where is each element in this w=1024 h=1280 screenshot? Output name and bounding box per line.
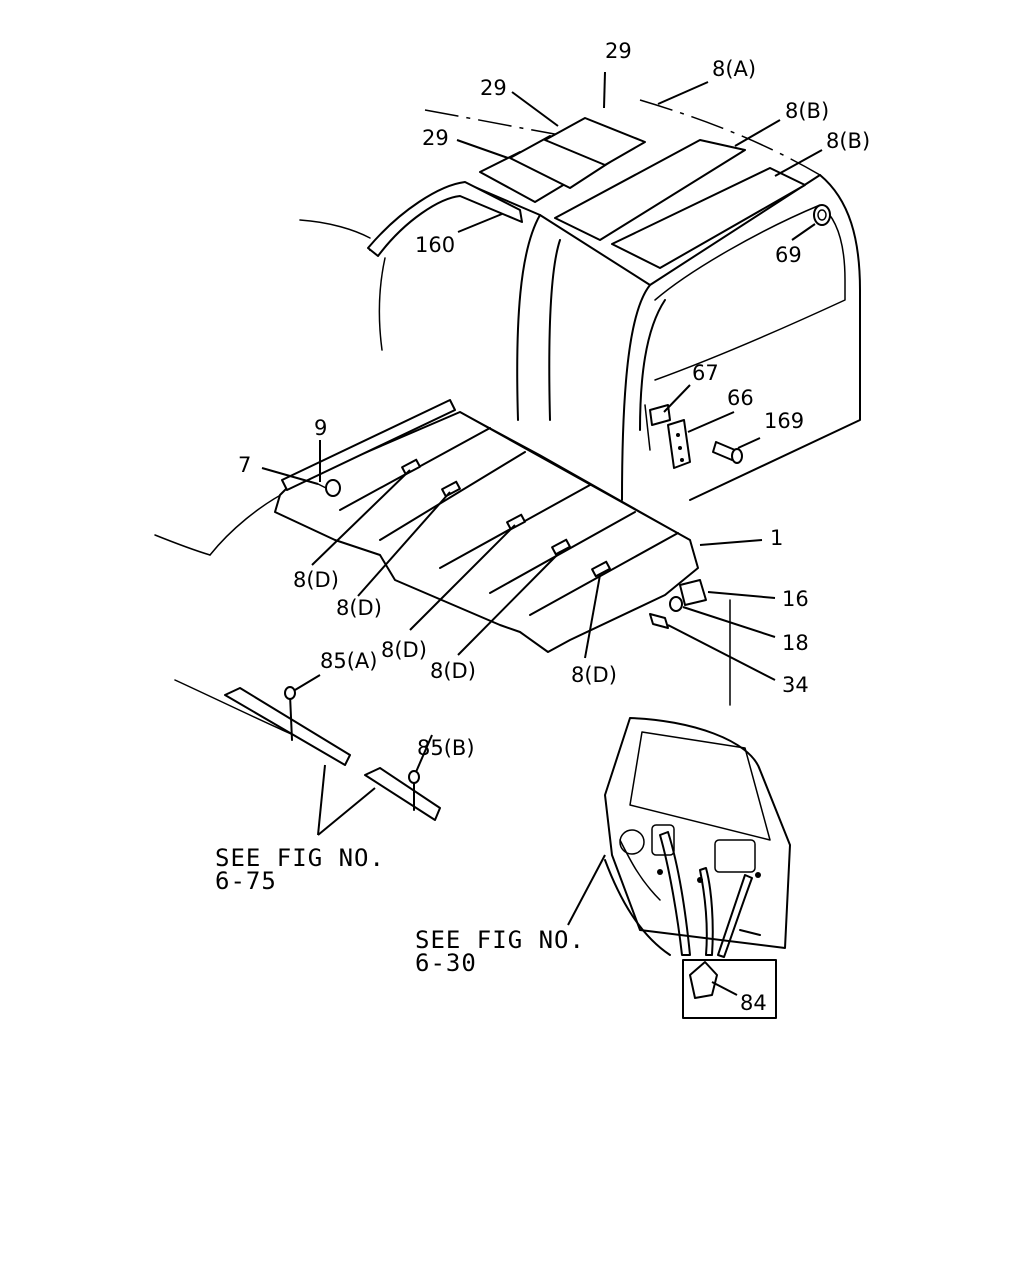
- callout-labels: 29 29 29 8(A) 8(B) 8(B) 160 69 67 66 169…: [238, 39, 870, 1015]
- callout-8d-2: 8(D): [336, 596, 382, 620]
- callout-66: 66: [727, 386, 754, 410]
- headliner-1: [154, 411, 731, 706]
- callout-8b-upper: 8(B): [785, 99, 829, 123]
- door-panel: [604, 717, 791, 958]
- callout-160: 160: [415, 233, 455, 257]
- callout-8d-3: 8(D): [381, 638, 427, 662]
- callout-29-middle: 29: [480, 76, 507, 100]
- callout-29-front: 29: [422, 126, 449, 150]
- callout-8a: 8(A): [712, 57, 756, 81]
- cover-34: [649, 613, 669, 629]
- roof-panel-8b-left: [554, 139, 746, 241]
- screw-169: [712, 441, 743, 464]
- trim-strip-7: [281, 399, 456, 491]
- callout-8b-lower: 8(B): [826, 129, 870, 153]
- handle-16: [679, 579, 707, 606]
- callout-85b: 85(B): [417, 736, 475, 760]
- figure-reference-6-75: SEE FIG NO. 6-75: [215, 844, 385, 895]
- callout-16: 16: [782, 587, 809, 611]
- fig-ref-6-30-line1: SEE FIG NO.: [415, 926, 585, 954]
- callout-1: 1: [770, 526, 783, 550]
- callout-34: 34: [782, 673, 809, 697]
- clip-18: [669, 596, 683, 612]
- side-trim-85a: [174, 679, 351, 766]
- roof-rail-160: [367, 181, 523, 257]
- figure-reference-6-30: SEE FIG NO. 6-30: [415, 926, 585, 977]
- callout-29-rear: 29: [605, 39, 632, 63]
- screw-9: [317, 479, 341, 497]
- fig-ref-6-75-line1: SEE FIG NO.: [215, 844, 385, 872]
- leader-lines: [261, 71, 823, 996]
- fig-ref-6-75-line2: 6-75: [215, 867, 277, 895]
- callout-85a: 85(A): [320, 649, 377, 673]
- callout-69: 69: [775, 243, 802, 267]
- side-trim-85b: [364, 767, 441, 821]
- bolt-67: [644, 404, 671, 451]
- clip-69: [813, 204, 831, 226]
- callout-9: 9: [314, 416, 327, 440]
- callout-169: 169: [764, 409, 804, 433]
- callout-18: 18: [782, 631, 809, 655]
- callout-8d-4: 8(D): [430, 659, 476, 683]
- roof-panel-8b-right: [611, 167, 806, 269]
- callout-67: 67: [692, 361, 719, 385]
- detail-box-84: [682, 959, 777, 1019]
- roof-panel-29-rear: [544, 117, 646, 166]
- fig-ref-6-30-line2: 6-30: [415, 949, 477, 977]
- callout-8d-5: 8(D): [571, 663, 617, 687]
- callout-84: 84: [740, 991, 767, 1015]
- bracket-66: [667, 419, 691, 469]
- callout-8d-1: 8(D): [293, 568, 339, 592]
- callout-7: 7: [238, 453, 251, 477]
